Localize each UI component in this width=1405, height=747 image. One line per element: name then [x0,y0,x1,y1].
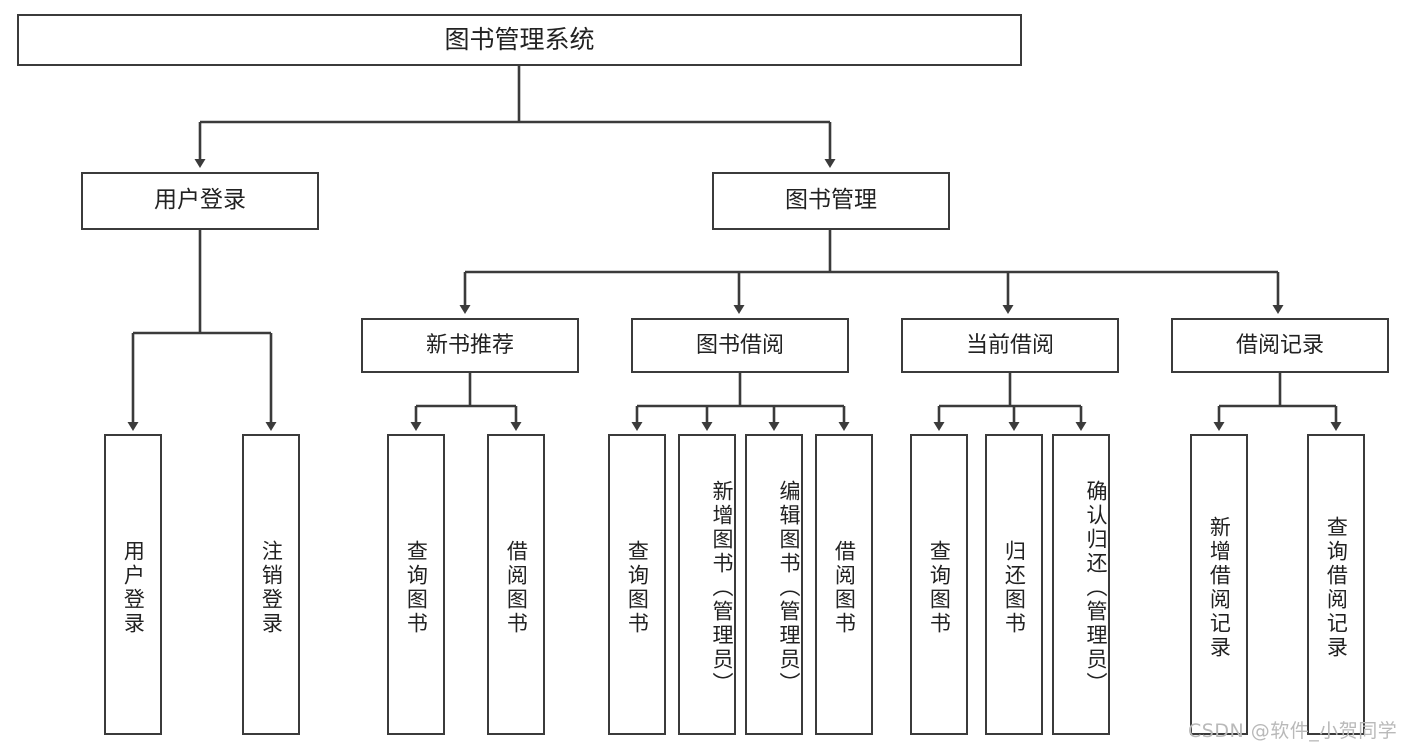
node-leaf-confirm-return-admin[interactable]: 确认归还（管理员） [1052,434,1110,735]
node-label: 查询图书 [927,539,952,636]
node-leaf-add-book-admin[interactable]: 新增图书（管理员） [678,434,736,735]
node-label: 编辑图书（管理员） [777,479,801,696]
new-book-recommend-to-leaves-connectors [410,373,522,431]
node-label: 查询图书 [625,539,650,636]
node-label: 注销登录 [259,539,284,636]
node-leaf-edit-book-admin[interactable]: 编辑图书（管理员） [745,434,803,735]
node-user-login[interactable]: 用户登录 [81,172,319,230]
node-leaf-query-book-2[interactable]: 查询图书 [608,434,666,735]
node-leaf-borrow-book-2[interactable]: 借阅图书 [815,434,873,735]
user-login-to-leaves-connectors [127,230,277,431]
node-book-borrow[interactable]: 图书借阅 [631,318,849,373]
node-label: 新增图书（管理员） [710,479,734,696]
node-label: 借阅图书 [832,539,857,636]
node-leaf-user-login[interactable]: 用户登录 [104,434,162,735]
root-to-level1-connectors [194,66,836,168]
book-manage-to-level2-connectors [459,230,1284,314]
node-label: 图书管理系统 [444,25,595,55]
node-borrow-record[interactable]: 借阅记录 [1171,318,1389,373]
node-label: 归还图书 [1002,539,1027,636]
node-leaf-borrow-book-1[interactable]: 借阅图书 [487,434,545,735]
node-label: 查询图书 [404,539,429,636]
node-label: 用户登录 [121,539,146,636]
node-leaf-query-book-3[interactable]: 查询图书 [910,434,968,735]
node-new-book-recommend[interactable]: 新书推荐 [361,318,579,373]
node-label: 用户登录 [154,187,246,214]
node-label: 图书管理 [785,187,877,214]
node-label: 借阅记录 [1235,332,1324,358]
node-label: 确认归还（管理员） [1084,479,1108,696]
book-borrow-to-leaves-connectors [631,373,850,431]
node-book-manage[interactable]: 图书管理 [712,172,950,230]
node-label: 图书借阅 [695,332,784,358]
node-leaf-return-book[interactable]: 归还图书 [985,434,1043,735]
node-root-book-management-system[interactable]: 图书管理系统 [17,14,1022,66]
node-label: 新增借阅记录 [1207,515,1232,660]
csdn-watermark: CSDN @软件_小贺同学 [1188,720,1398,742]
node-leaf-query-borrow-record[interactable]: 查询借阅记录 [1307,434,1365,735]
node-leaf-query-book-1[interactable]: 查询图书 [387,434,445,735]
node-label: 新书推荐 [425,332,514,358]
node-leaf-logout[interactable]: 注销登录 [242,434,300,735]
node-current-borrow[interactable]: 当前借阅 [901,318,1119,373]
node-label: 借阅图书 [504,539,529,636]
borrow-record-to-leaves-connectors [1213,373,1342,431]
node-label: 查询借阅记录 [1324,515,1349,660]
current-borrow-to-leaves-connectors [933,373,1087,431]
node-leaf-add-borrow-record[interactable]: 新增借阅记录 [1190,434,1248,735]
node-label: 当前借阅 [965,332,1054,358]
